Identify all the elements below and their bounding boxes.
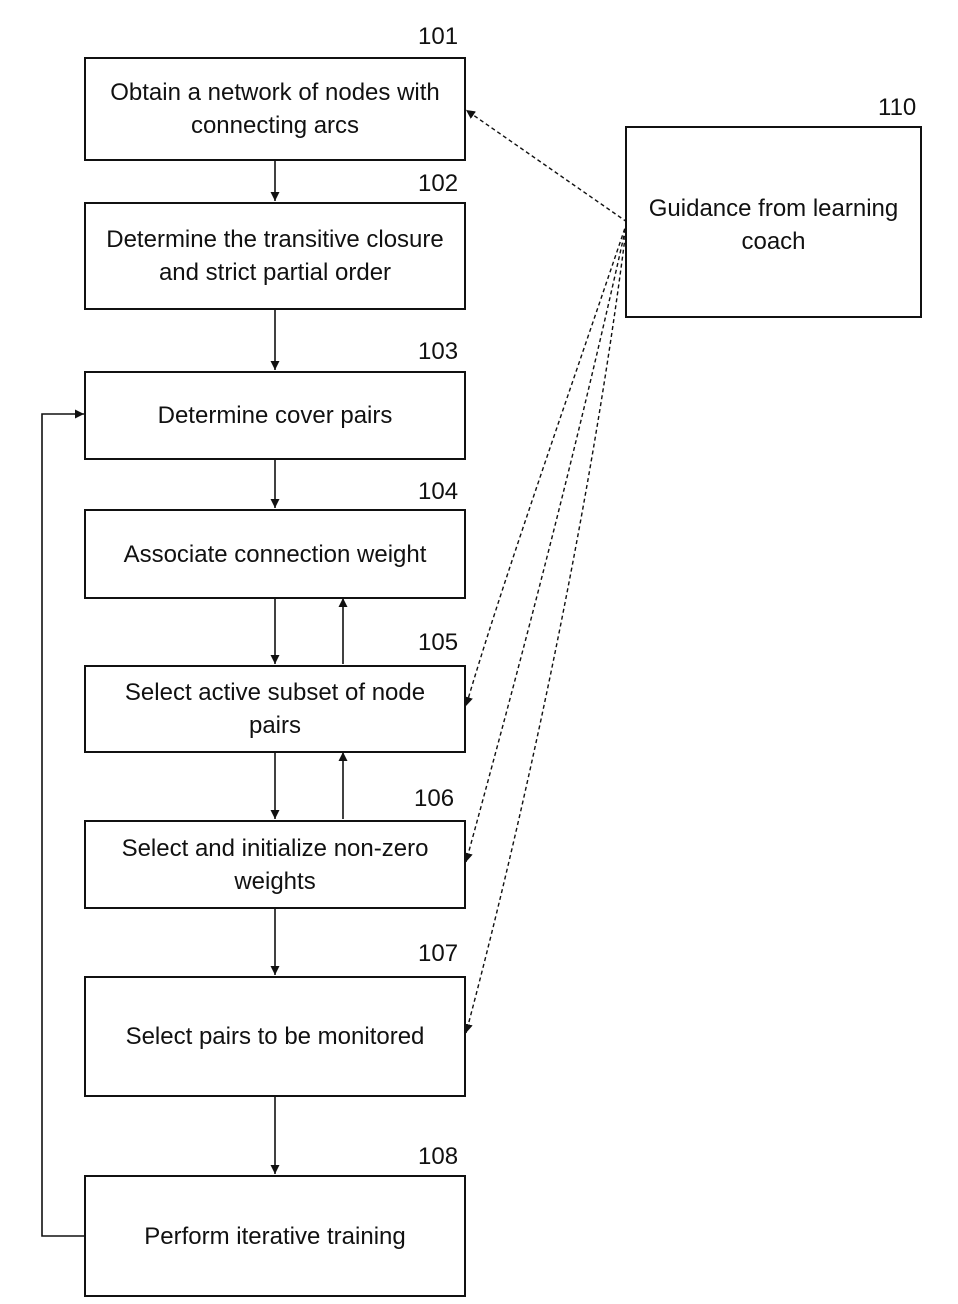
step-label-104: Associate connection weight	[124, 538, 427, 571]
step-label-103: Determine cover pairs	[158, 399, 393, 432]
step-box-105: Select active subset of node pairs	[84, 665, 466, 753]
guidance-arrow-106	[466, 222, 627, 862]
step-number-103: 103	[418, 339, 458, 365]
step-number-102: 102	[418, 171, 458, 197]
step-label-108: Perform iterative training	[144, 1220, 405, 1253]
step-box-104: Associate connection weight	[84, 509, 466, 599]
step-box-108: Perform iterative training	[84, 1175, 466, 1297]
step-label-102: Determine the transitive closure and str…	[105, 223, 445, 289]
step-label-106: Select and initialize non-zero weights	[105, 832, 445, 898]
step-number-101: 101	[418, 24, 458, 50]
step-label-101: Obtain a network of nodes with connectin…	[100, 76, 450, 142]
step-number-106: 106	[414, 786, 454, 812]
guidance-arrow-101	[466, 110, 627, 222]
step-number-104: 104	[418, 479, 458, 505]
feedback-loop-108-103	[42, 414, 85, 1236]
coach-label: Guidance from learning coach	[639, 192, 909, 258]
step-box-106: Select and initialize non-zero weights	[84, 820, 466, 909]
step-box-103: Determine cover pairs	[84, 371, 466, 460]
step-number-105: 105	[418, 630, 458, 656]
coach-number-110: 110	[878, 95, 916, 121]
step-label-107: Select pairs to be monitored	[126, 1020, 425, 1053]
step-box-102: Determine the transitive closure and str…	[84, 202, 466, 310]
step-box-101: Obtain a network of nodes with connectin…	[84, 57, 466, 161]
step-label-105: Select active subset of node pairs	[110, 676, 440, 742]
step-number-108: 108	[418, 1144, 458, 1170]
step-box-107: Select pairs to be monitored	[84, 976, 466, 1097]
guidance-arrow-105	[466, 222, 627, 706]
coach-box-110: Guidance from learning coach	[625, 126, 922, 318]
step-number-107: 107	[418, 941, 458, 967]
